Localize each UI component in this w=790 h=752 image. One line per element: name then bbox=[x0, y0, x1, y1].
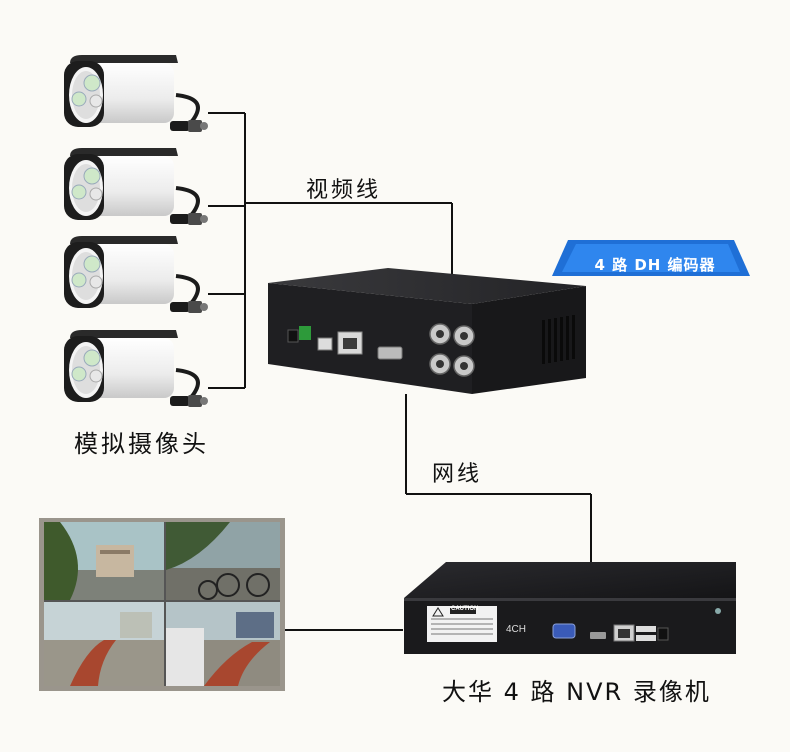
nvr-label: 大华 4 路 NVR 录像机 bbox=[442, 672, 711, 707]
analog-cameras-label: 模拟摄像头 bbox=[74, 424, 209, 459]
analog-camera-4 bbox=[64, 330, 208, 407]
nvr-caution-label: CAUTION bbox=[451, 606, 478, 612]
surveillance-monitor-view bbox=[39, 518, 285, 691]
encoder-label: 4 路 DH 编码器 bbox=[580, 254, 730, 275]
encoder-device bbox=[268, 268, 586, 394]
nvr-channel-count: 4CH bbox=[506, 624, 526, 635]
video-cable-label: 视频线 bbox=[306, 172, 381, 204]
analog-camera-3 bbox=[64, 236, 208, 313]
analog-camera-1 bbox=[64, 55, 208, 132]
network-cable-label: 网线 bbox=[432, 456, 482, 488]
analog-camera-2 bbox=[64, 148, 208, 225]
